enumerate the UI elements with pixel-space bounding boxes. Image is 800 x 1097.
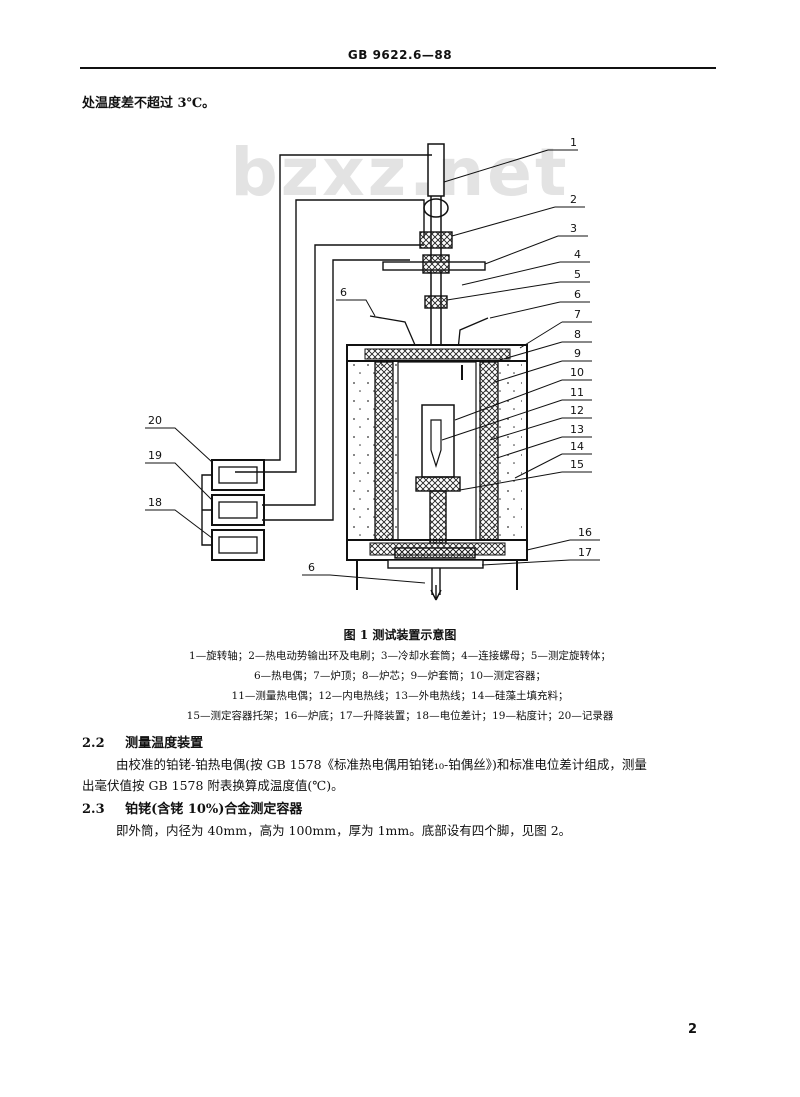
potentiometer-18 <box>211 529 265 561</box>
legend-line-1: 1—旋转轴；2—热电动势输出环及电刷；3—冷却水套筒；4—连接螺母；5—测定旋转… <box>189 650 611 662</box>
section-2-2-title: 测量温度装置 <box>125 736 204 751</box>
callout-18: 18 <box>148 496 162 509</box>
standard-code-header: GB 9622.6—88 <box>347 48 453 62</box>
callout-6-bottom: 6 <box>308 561 315 574</box>
callout-5: 5 <box>574 268 581 281</box>
page-number: 2 <box>688 1022 698 1037</box>
apparatus-diagram: 1 2 3 4 5 6 7 8 9 10 11 12 13 14 15 16 1… <box>145 136 600 601</box>
callout-10: 10 <box>570 366 584 379</box>
callout-20: 20 <box>148 414 162 427</box>
callout-6: 6 <box>574 288 581 301</box>
thermocouple-lead-left <box>369 315 416 346</box>
section-2-3-number: 2.3 <box>82 802 105 817</box>
callout-16: 16 <box>578 526 592 539</box>
section-2-3-title: 铂铑(含铑 10%)合金测定容器 <box>125 802 303 817</box>
legend-line-3: 11—测量热电偶；12—内电热线；13—外电热线；14—硅藻土填充料； <box>231 690 569 702</box>
callout-15: 15 <box>570 458 584 471</box>
callout-12: 12 <box>570 404 584 417</box>
section-2-3-line-1: 即外筒，内径为 40mm，高为 100mm，厚为 1mm。底部设有四个脚，见图 … <box>116 823 572 838</box>
container-support <box>415 476 461 544</box>
callout-14: 14 <box>570 440 584 453</box>
callout-9: 9 <box>574 347 581 360</box>
brush-ring <box>419 231 453 249</box>
section-2-2-number: 2.2 <box>82 736 105 751</box>
viscometer-19 <box>211 494 265 526</box>
callout-17: 17 <box>578 546 592 559</box>
thermocouple-lead-right <box>457 317 489 351</box>
callout-6-left: 6 <box>340 286 347 299</box>
callout-19: 19 <box>148 449 162 462</box>
callout-4: 4 <box>574 248 581 261</box>
lifting-device <box>387 547 484 601</box>
section-2-2-heading: 2.2 测量温度装置 <box>82 732 203 751</box>
callout-7: 7 <box>574 308 581 321</box>
callout-leaders <box>145 149 600 584</box>
watermark: bzxz.net <box>230 134 570 211</box>
callout-13: 13 <box>570 423 584 436</box>
legend-line-2: 6—热电偶；7—炉顶；8—炉芯；9—炉套筒；10—测定容器； <box>253 670 547 682</box>
recorder-20 <box>211 459 265 491</box>
callout-8: 8 <box>574 328 581 341</box>
figure-caption: 图 1 测试装置示意图 <box>343 628 457 642</box>
header-rule <box>80 67 716 69</box>
callout-3: 3 <box>570 222 577 235</box>
callout-11: 11 <box>570 386 584 399</box>
legend-line-4: 15—测定容器托架；16—炉底；17—升降装置；18—电位差计；19—粘度计；2… <box>186 710 614 722</box>
intro-line: 处温度差不超过 3℃。 <box>82 96 216 111</box>
section-2-2-line-2: 出毫伏值按 GB 1578 附表换算成温度值(℃)。 <box>82 778 344 793</box>
section-2-2-line-1: 由校准的铂铑-铂热电偶(按 GB 1578《标准热电偶用铂铑₁₀-铂偶丝》)和标… <box>116 757 647 772</box>
section-2-3-heading: 2.3 铂铑(含铑 10%)合金测定容器 <box>82 798 302 817</box>
callout-1: 1 <box>570 136 577 149</box>
callout-2: 2 <box>570 193 577 206</box>
cooling-jacket <box>382 254 486 274</box>
connecting-nut <box>424 295 448 309</box>
